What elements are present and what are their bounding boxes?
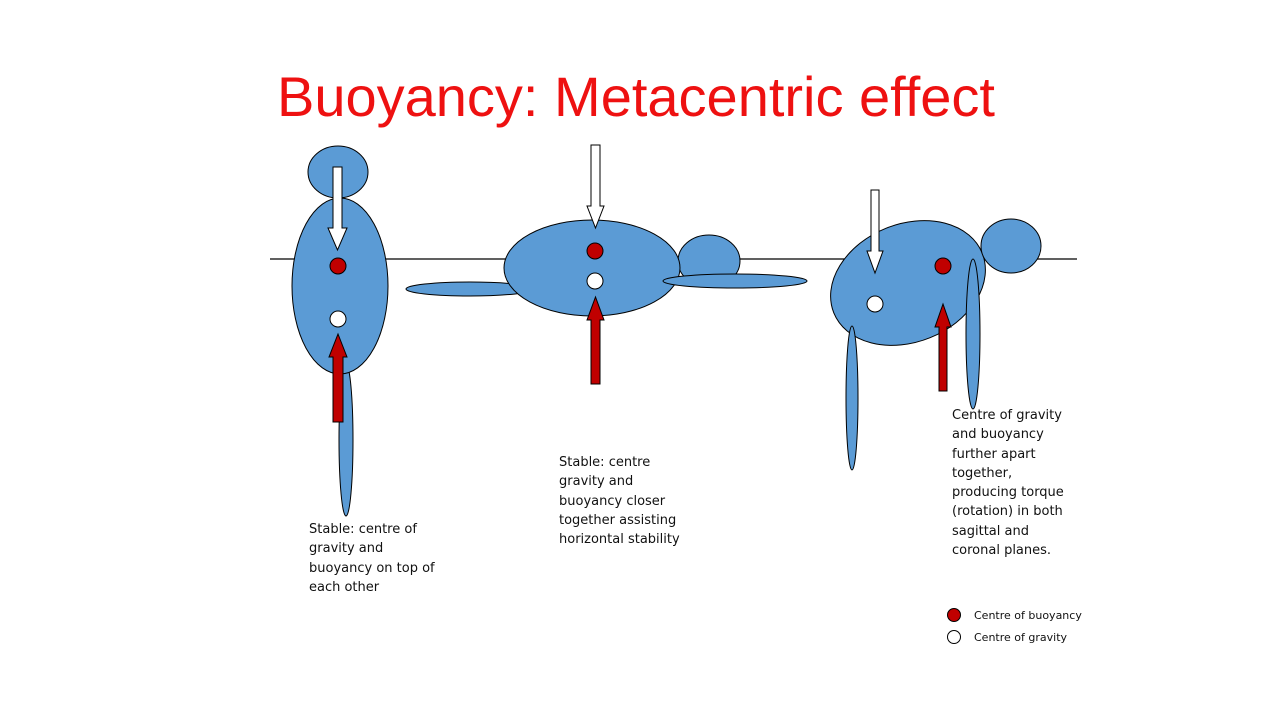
horizontal-buoyancy-arrow	[586, 295, 605, 385]
legend-label: Centre of gravity	[974, 630, 1068, 644]
tilted-swimmer-figure	[830, 189, 1042, 471]
tilted-leg-right	[965, 258, 981, 410]
horizontal-arms	[662, 273, 808, 289]
tilted-leg-left	[845, 325, 859, 471]
tilted-buoyancy-centre	[934, 257, 952, 275]
vertical-gravity-arrow	[327, 166, 348, 252]
vertical-swimmer-caption: Stable: centre of gravity and buoyancy o…	[309, 522, 435, 595]
horizontal-body	[503, 219, 681, 317]
tilted-head	[980, 218, 1042, 274]
legend-item-gravity: Centre of gravity	[947, 630, 1067, 644]
white-dot-icon	[947, 630, 961, 644]
horizontal-buoyancy-centre	[586, 242, 604, 260]
tilted-gravity-centre	[866, 295, 884, 313]
vertical-buoyancy-arrow	[328, 332, 348, 423]
page-title: Buoyancy: Metacentric effect	[277, 65, 995, 128]
vertical-swimmer-figure	[291, 145, 389, 517]
tilted-gravity-arrow	[866, 189, 884, 275]
vertical-gravity-centre	[329, 310, 347, 328]
horizontal-gravity-centre	[586, 272, 604, 290]
red-dot-icon	[947, 608, 961, 622]
horizontal-gravity-arrow	[586, 144, 605, 230]
vertical-buoyancy-centre	[329, 257, 347, 275]
horizontal-swimmer-figure	[405, 144, 808, 385]
horizontal-swimmer-caption: Stable: centre gravity and buoyancy clos…	[559, 455, 680, 548]
tilted-swimmer-caption: Centre of gravity and buoyancy further a…	[952, 408, 1064, 559]
tilted-buoyancy-arrow	[934, 302, 952, 392]
legend-label: Centre of buoyancy	[974, 608, 1082, 622]
legend-item-buoyancy: Centre of buoyancy	[947, 608, 1082, 622]
